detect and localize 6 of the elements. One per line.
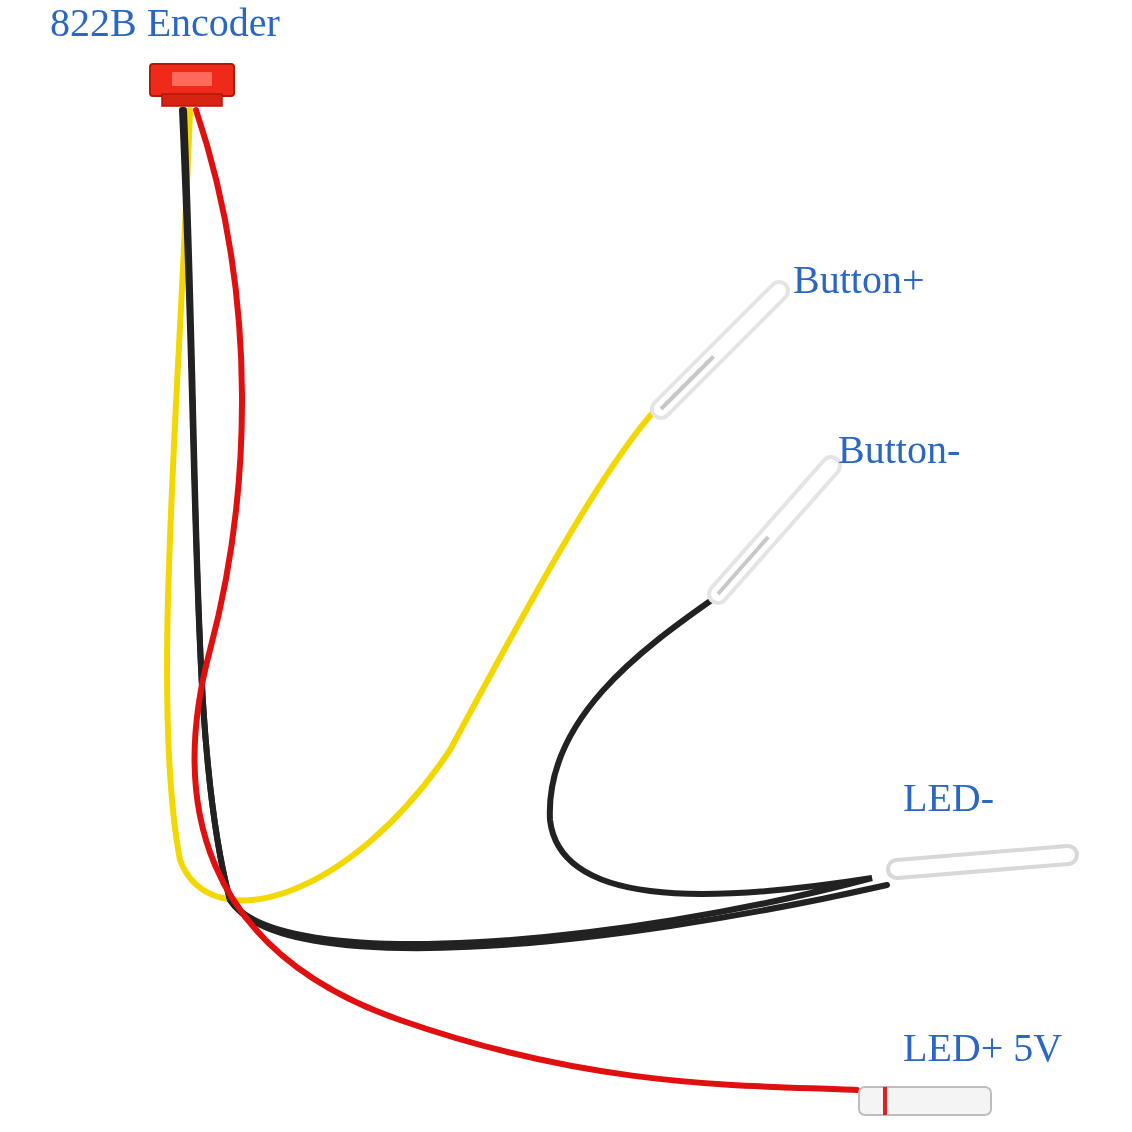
wire-label: LED- xyxy=(903,775,995,821)
wire-label: LED+ 5V xyxy=(903,1025,1063,1071)
wire xyxy=(191,107,860,1093)
wire-label: Button+ xyxy=(793,257,925,303)
wire-label: Button- xyxy=(838,427,961,473)
part-label: 822B Encoder xyxy=(50,0,280,46)
